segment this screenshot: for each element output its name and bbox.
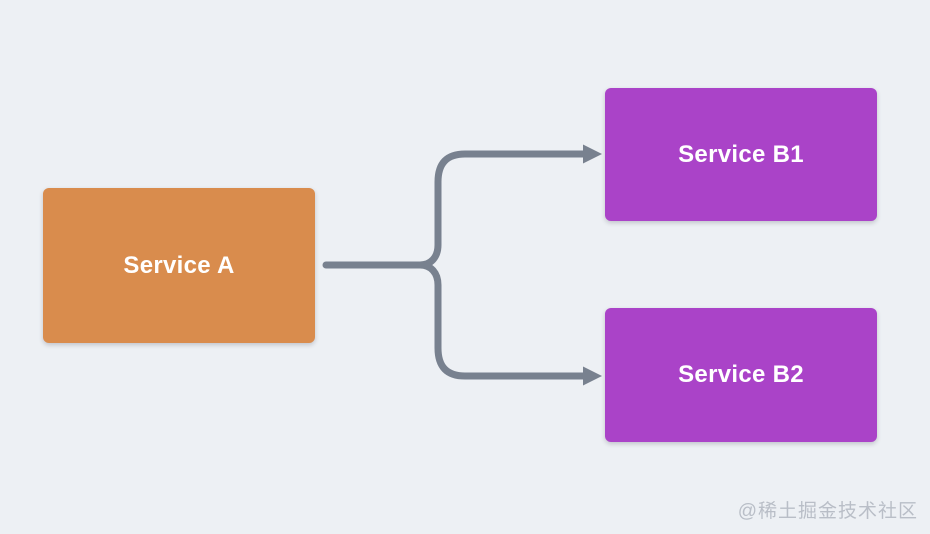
edge-to-b1	[416, 150, 589, 269]
watermark: @稀土掘金技术社区	[737, 501, 918, 522]
edge-to-b2	[416, 261, 589, 380]
node-service-b2: Service B2	[605, 308, 877, 442]
arrowhead-b1	[583, 144, 602, 164]
node-service-a-label: Service A	[123, 251, 235, 279]
node-service-b1: Service B1	[605, 88, 877, 221]
node-service-b2-label: Service B2	[678, 361, 804, 388]
arrowhead-b2	[583, 366, 602, 386]
node-service-a: Service A	[43, 188, 315, 343]
node-service-b1-label: Service B1	[678, 140, 804, 168]
